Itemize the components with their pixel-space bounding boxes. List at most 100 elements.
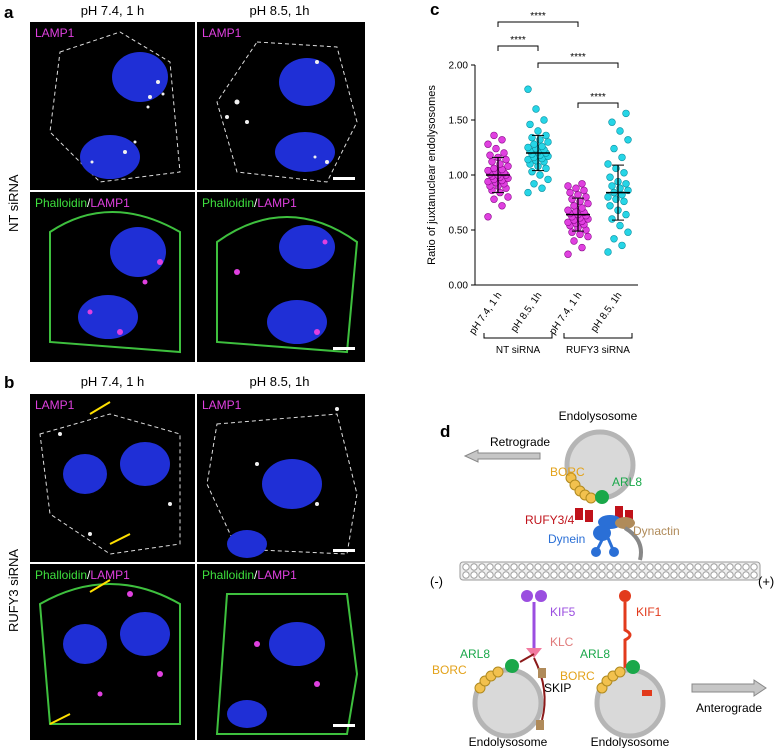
microtubule-subunit (510, 571, 518, 579)
data-point (580, 186, 588, 195)
data-point (528, 168, 536, 176)
significance-label: **** (510, 35, 526, 46)
y-tick-label: 0.00 (449, 281, 469, 292)
significance-bracket (577, 102, 619, 108)
microtubule-subunit (686, 563, 694, 571)
plus-end-label: (+) (758, 574, 774, 589)
microtubule-subunit (710, 563, 718, 571)
data-point (610, 235, 618, 243)
data-point (574, 191, 582, 199)
data-point (524, 85, 532, 93)
microtubule-subunit (574, 571, 582, 579)
microtubule-subunit (622, 571, 630, 579)
microtubule-subunit (566, 571, 574, 579)
x-tick-label: pH 8.5, 1h (589, 290, 624, 334)
microtubule-subunit (654, 571, 662, 579)
data-point (624, 136, 632, 144)
panel-a-col-2-label: pH 8.5, 1h (249, 3, 310, 18)
microtubule-subunit (470, 571, 478, 579)
skip-label: SKIP (544, 681, 571, 695)
data-point (618, 153, 626, 162)
microtubule-subunit (598, 571, 606, 579)
endolysosome-top-label: Endolysosome (559, 409, 638, 423)
microtubule-subunit (502, 563, 510, 571)
dynactin-label: Dynactin (633, 524, 680, 538)
data-point (604, 193, 612, 201)
y-tick-label: 2.00 (449, 61, 469, 72)
microtubule-subunit (526, 563, 534, 571)
panel-a-row-label: NT siRNA (6, 174, 21, 232)
microtubule-subunit (534, 563, 542, 571)
data-point (536, 171, 544, 179)
data-point (504, 193, 512, 201)
data-point (576, 230, 584, 239)
kif5-head-left (521, 590, 533, 602)
endolysosome-left-label: Endolysosome (469, 735, 548, 748)
data-point (490, 195, 498, 203)
data-point (624, 228, 632, 236)
microtubule-subunit (558, 563, 566, 571)
microtubule-subunit (694, 571, 702, 579)
significance-bracket (497, 21, 579, 27)
arl8-left (505, 659, 519, 673)
data-point (622, 210, 630, 219)
microtubule-subunit (582, 563, 590, 571)
kif1-tail (642, 690, 652, 696)
data-point (606, 173, 614, 181)
micrograph-a-ph74-merge-image (49, 211, 181, 354)
data-point (616, 221, 624, 230)
microtubule-subunit (494, 563, 502, 571)
microtubule-subunit (742, 571, 750, 579)
microtubule-subunit (478, 563, 486, 571)
significance-label: **** (590, 92, 606, 103)
microtubule-subunit (694, 563, 702, 571)
transport-diagram: Endolysosome Retrograde BORC ARL8 RUFY3/… (430, 409, 774, 748)
borc-right-label: BORC (560, 669, 595, 683)
data-point (532, 105, 540, 113)
anterograde-label: Anterograde (696, 701, 762, 715)
data-point (608, 215, 616, 223)
micrograph-b-ph74-lamp1-image (39, 401, 181, 555)
micrograph-a-ph74-lamp1: LAMP1 (30, 22, 195, 190)
microtubule-subunit (750, 571, 758, 579)
data-point (584, 199, 592, 208)
significance-bracket (497, 45, 539, 51)
group-bracket (563, 333, 633, 339)
group-label: RUFY3 siRNA (566, 345, 630, 356)
microtubule-subunit (638, 563, 646, 571)
data-point (620, 197, 628, 206)
microtubule-subunit (630, 563, 638, 571)
microtubule-subunit (526, 571, 534, 579)
data-point (544, 175, 552, 184)
dynactin (615, 517, 635, 529)
y-axis-label: Ratio of juxtanuclear endolysosomes (426, 85, 438, 265)
anterograde-arrow (691, 679, 767, 697)
data-point (620, 169, 628, 177)
data-point (564, 182, 572, 190)
microtubule-subunit (702, 571, 710, 579)
kif1-head (619, 590, 631, 602)
data-point (606, 202, 614, 210)
data-point (542, 164, 550, 173)
microtubule-subunit (718, 563, 726, 571)
microtubule-subunit (726, 571, 734, 579)
skip-block-2 (536, 720, 544, 730)
micrograph-b-ph85-lamp1: LAMP1 (197, 394, 365, 562)
data-point (568, 195, 576, 203)
micrograph-a-ph85-lamp1: LAMP1 (197, 22, 365, 190)
microtubule-subunit (654, 563, 662, 571)
microtubule-subunit (606, 571, 614, 579)
data-point (504, 162, 512, 170)
micrograph-label: Phalloidin/LAMP1 (202, 568, 297, 582)
data-point (524, 143, 532, 152)
data-point (622, 180, 630, 188)
data-point (584, 232, 592, 241)
borc-right-complex (596, 666, 626, 694)
microtubule-subunit (734, 571, 742, 579)
micrograph-b-ph74-merge-image (38, 579, 181, 725)
microtubule-subunit (662, 563, 670, 571)
data-point (538, 184, 546, 192)
borc-top-label: BORC (550, 465, 585, 479)
microtubule-subunit (678, 563, 686, 571)
